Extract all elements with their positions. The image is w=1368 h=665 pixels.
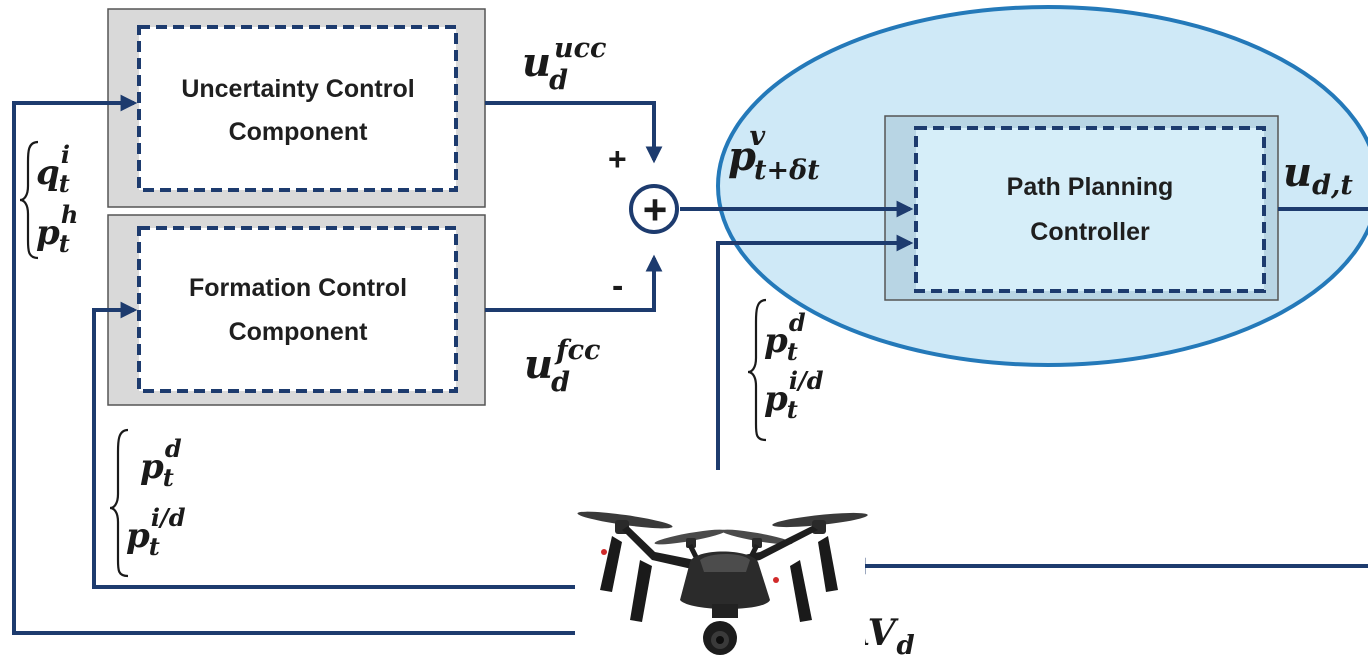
p-h-label: pth (36, 200, 78, 258)
junction-plus-symbol: + (643, 186, 668, 233)
path-planning-controller-block: Path Planning Controller (884, 115, 1279, 301)
u-dt-label: ud,t (1283, 149, 1353, 201)
ucc-label-line1: Uncertainty Control (181, 75, 414, 103)
plus-sign: + (608, 141, 627, 177)
p-d-ppc-label: ptd (764, 308, 806, 366)
ppc-label-line1: Path Planning (1007, 173, 1174, 201)
fcc-label-line2: Component (229, 318, 369, 346)
fcc-label-line1: Formation Control (189, 274, 407, 302)
p-v-label: pt+δtv (728, 121, 820, 186)
left-brace (19, 140, 39, 260)
p-id-ppc-label: pti/d (764, 366, 824, 424)
minus-sign: - (612, 267, 623, 305)
uav-drone-image (575, 472, 868, 665)
ppc-label-line2: Controller (1030, 218, 1150, 246)
summing-junction: + (629, 184, 679, 234)
uav-to-ppc-wire (716, 234, 914, 470)
formation-control-block: Formation Control Component (107, 214, 486, 406)
uav-to-ucc-wire (12, 94, 575, 635)
middle-brace (747, 298, 767, 442)
q-i-label: qti (36, 140, 70, 198)
fcc-output-wire (485, 254, 663, 312)
lower-left-brace (109, 428, 129, 578)
p-id-fcc-label: pti/d (126, 503, 186, 561)
u-fcc-label: udfcc (524, 335, 600, 398)
ucc-output-wire (485, 101, 663, 164)
ucc-label-line2: Component (229, 118, 369, 146)
uav-to-fcc-wire (92, 301, 575, 589)
u-ucc-label: uducc (522, 33, 607, 96)
uncertainty-control-block: Uncertainty Control Component (107, 8, 486, 208)
p-d-fcc-label: ptd (140, 434, 182, 492)
